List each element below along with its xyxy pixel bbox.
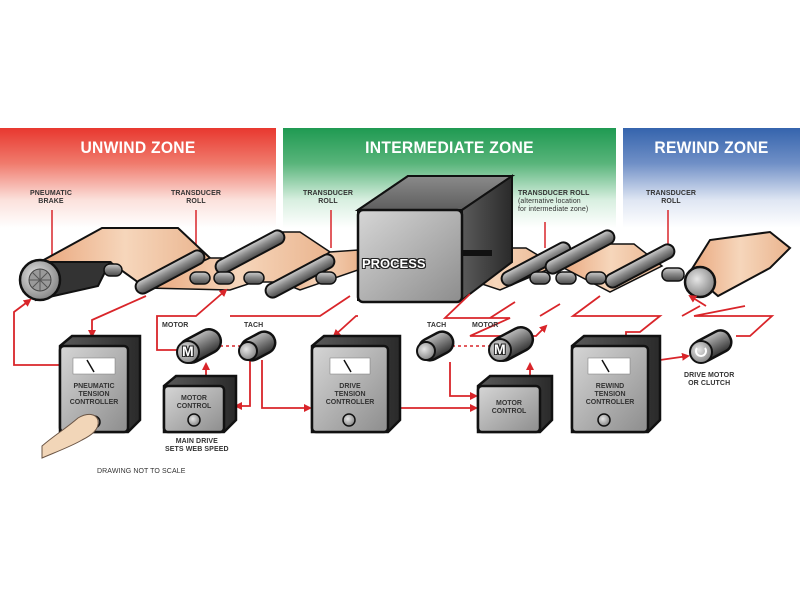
motor-1 <box>176 328 223 364</box>
tach-label-2: TACH <box>427 322 447 329</box>
signal-line <box>659 352 690 361</box>
tension-meter <box>329 357 371 375</box>
idler-roller <box>315 271 337 285</box>
signal-line <box>489 301 516 319</box>
process-label: PROCESS <box>362 256 426 271</box>
motor-symbol-1: M <box>182 343 194 359</box>
motor-label-1: MOTOR <box>162 322 189 329</box>
transducer-roller <box>264 253 336 299</box>
signal-line <box>688 294 707 307</box>
motor-control-2 <box>476 374 554 434</box>
clutch-icon <box>689 340 713 364</box>
tension-meter <box>587 357 631 375</box>
signal-line <box>261 360 312 412</box>
transducer-roller <box>604 243 676 289</box>
signal-line <box>693 305 775 337</box>
tach-1 <box>238 330 277 362</box>
signal-line <box>230 295 351 317</box>
label-leader-lines <box>51 210 669 258</box>
motor-control-1 <box>162 374 238 434</box>
signal-line <box>88 295 147 338</box>
signal-line <box>156 288 228 351</box>
process-unit <box>354 174 516 304</box>
roller <box>544 229 616 275</box>
rewind-tension-controller <box>570 334 662 434</box>
signal-line <box>442 293 548 337</box>
signal-line <box>13 298 60 366</box>
drive-tension-controller <box>310 334 402 434</box>
signal-line <box>234 360 251 410</box>
signal-line <box>570 295 663 344</box>
transducer-roller <box>500 241 572 287</box>
footnote: DRAWING NOT TO SCALE <box>97 468 186 475</box>
idler-roller <box>189 271 211 285</box>
tach-icon <box>238 341 258 361</box>
signal-line <box>332 315 358 338</box>
adjust-knob[interactable] <box>187 413 201 427</box>
motor-symbol-2: M <box>494 341 506 357</box>
idler-roller <box>661 267 685 282</box>
motor-2 <box>488 326 535 362</box>
roller <box>214 229 286 275</box>
idler-roller <box>585 271 607 285</box>
hand-icon <box>41 413 99 459</box>
tach-label-1: TACH <box>244 322 264 329</box>
tach-2 <box>416 330 455 362</box>
rewind-zone-banner: REWIND ZONE <box>623 128 800 228</box>
signal-line <box>681 305 701 317</box>
idler-roller <box>213 271 235 285</box>
adjust-knob[interactable] <box>342 413 356 427</box>
adjust-knob[interactable] <box>597 413 611 427</box>
unwind-zone-title: UNWIND ZONE <box>80 138 196 157</box>
rewind-zone-title: REWIND ZONE <box>654 138 769 157</box>
idler-roller <box>103 263 123 277</box>
motor-icon <box>176 340 200 364</box>
pneumatic-tension-controller <box>41 334 142 459</box>
signal-lines <box>13 288 775 412</box>
idler-roller <box>529 271 551 285</box>
motor-label-2: MOTOR <box>472 322 499 329</box>
idler-roller <box>243 271 265 285</box>
tach-icon <box>416 341 436 361</box>
transducer-roller <box>134 249 206 295</box>
drive-motor-clutch <box>689 329 733 364</box>
signal-line <box>449 362 478 400</box>
motor-icon <box>488 338 512 362</box>
signal-line <box>539 303 561 317</box>
intermediate-zone-title: INTERMEDIATE ZONE <box>365 138 534 157</box>
rewind-roll-icon <box>683 265 717 299</box>
unwind-zone-banner: UNWIND ZONE <box>0 128 276 228</box>
idler-roller <box>555 271 577 285</box>
rotation-arrow-icon <box>695 347 707 357</box>
tension-meter <box>72 357 116 375</box>
